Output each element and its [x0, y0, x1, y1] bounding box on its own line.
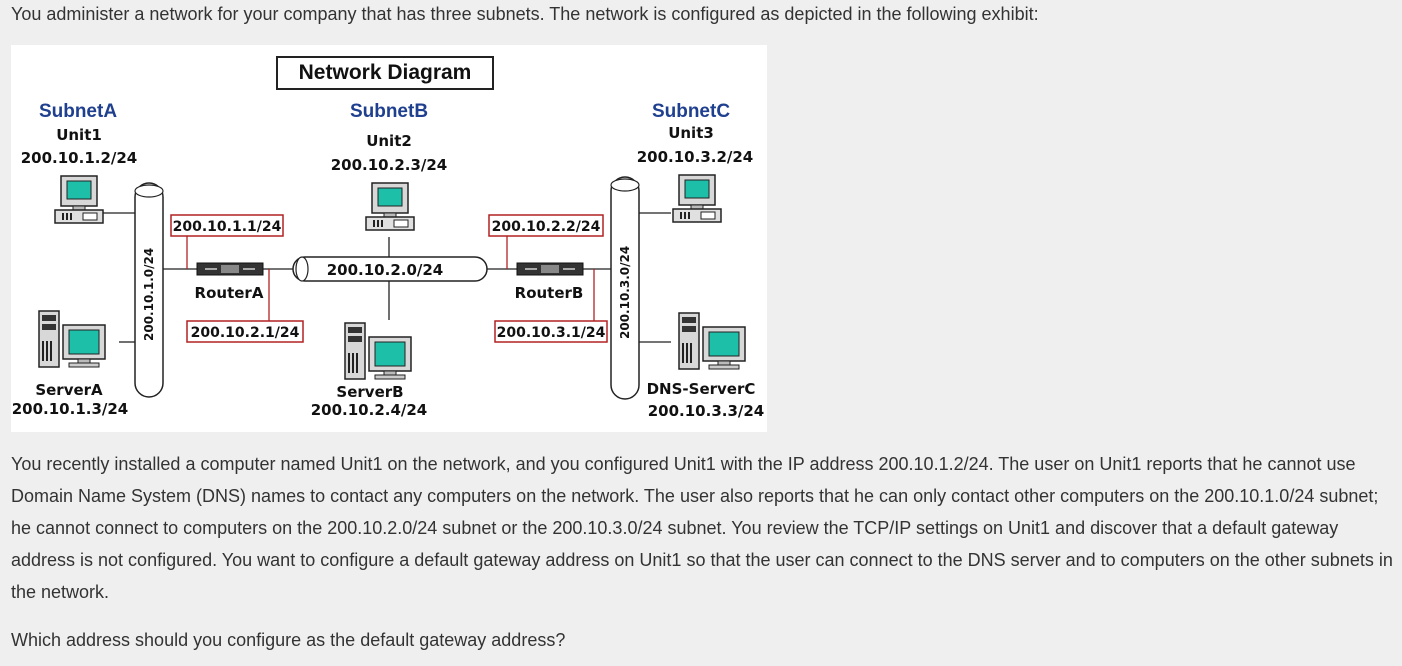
unit1-label: Unit1	[56, 126, 102, 144]
svg-text:200.10.1.1/24: 200.10.1.1/24	[173, 219, 282, 235]
router-a: RouterA	[195, 262, 264, 302]
subnet-a-label: SubnetA	[39, 101, 117, 122]
subnet-c-label: SubnetC	[652, 101, 730, 122]
unit1-ip: 200.10.1.2/24	[21, 149, 138, 167]
dns-server-c-label: DNS-ServerC	[647, 380, 756, 398]
router-a-ip-subnet-b: 200.10.2.1/24	[186, 320, 304, 343]
unit3-label: Unit3	[668, 124, 714, 142]
unit2-label: Unit2	[366, 132, 412, 150]
server-b-icon	[344, 322, 412, 380]
scenario-text: You recently installed a computer named …	[11, 454, 1393, 602]
svg-text:RouterA: RouterA	[195, 284, 264, 302]
dns-server-c-icon	[678, 312, 746, 370]
subnet-c-segment: 200.10.3.0/24	[610, 176, 640, 400]
unit3-computer-icon	[672, 174, 722, 223]
svg-text:Network Diagram: Network Diagram	[299, 61, 472, 84]
question-text: Which address should you configure as th…	[11, 630, 566, 650]
subnet-b-segment: 200.10.2.0/24	[292, 256, 488, 282]
subnet-b-label: SubnetB	[350, 101, 428, 122]
unit2-computer-icon	[365, 182, 415, 231]
server-a-ip: 200.10.1.3/24	[12, 400, 129, 418]
router-b-ip-subnet-c: 200.10.3.1/24	[494, 320, 608, 343]
svg-text:200.10.3.1/24: 200.10.3.1/24	[497, 325, 606, 341]
svg-text:200.10.1.0/24: 200.10.1.0/24	[142, 248, 156, 341]
svg-text:200.10.2.0/24: 200.10.2.0/24	[327, 261, 444, 279]
server-b-ip: 200.10.2.4/24	[311, 401, 428, 419]
router-b-ip-subnet-b: 200.10.2.2/24	[488, 214, 604, 237]
dns-server-c-ip: 200.10.3.3/24	[648, 402, 765, 420]
network-diagram: Network Diagram SubnetA SubnetB SubnetC …	[11, 45, 767, 432]
unit1-computer-icon	[54, 175, 104, 224]
svg-text:RouterB: RouterB	[515, 284, 584, 302]
subnet-a-segment: 200.10.1.0/24	[134, 182, 164, 398]
unit2-ip: 200.10.2.3/24	[331, 156, 448, 174]
server-a-label: ServerA	[35, 381, 103, 399]
svg-text:200.10.2.2/24: 200.10.2.2/24	[492, 219, 601, 235]
unit3-ip: 200.10.3.2/24	[637, 148, 754, 166]
svg-text:200.10.3.0/24: 200.10.3.0/24	[618, 246, 632, 339]
router-b: RouterB	[515, 262, 584, 302]
server-a-icon	[38, 310, 106, 368]
diagram-title: Network Diagram	[276, 56, 494, 90]
server-b-label: ServerB	[336, 383, 403, 401]
intro-text: You administer a network for your compan…	[11, 4, 1039, 24]
router-a-ip-subnet-a: 200.10.1.1/24	[170, 214, 284, 237]
svg-text:200.10.2.1/24: 200.10.2.1/24	[191, 325, 300, 341]
